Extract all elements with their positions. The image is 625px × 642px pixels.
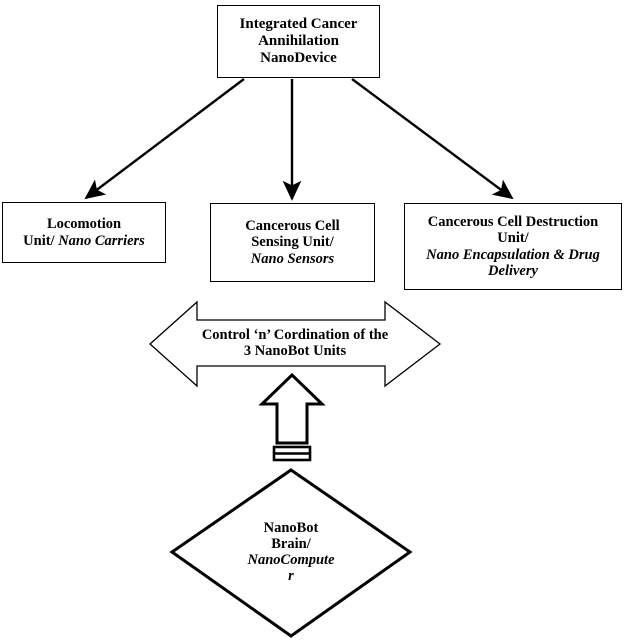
connector-brain-to-banner-shape	[258, 372, 326, 445]
nanobot-brain-label-line-1: NanoBot	[263, 519, 319, 536]
connector-top-to-locomotion	[84, 78, 245, 200]
sensing-unit-label-italic: Nano Sensors	[250, 250, 335, 267]
destruction-unit-label-line-2: Unit/	[497, 230, 529, 247]
sensing-unit-label-line-1: Cancerous Cell	[245, 218, 340, 235]
destruction-unit-label-italic: Nano Encapsulation & Drug Delivery	[426, 246, 600, 279]
node-nanobot-brain-label[interactable]: NanoBot Brain/ NanoCompute r	[206, 505, 376, 599]
banner-line-1: Control ‘n’ Cordination of the	[201, 326, 389, 343]
node-cancerous-cell-sensing-unit[interactable]: Cancerous Cell Sensing Unit/ Nano Sensor…	[210, 203, 375, 282]
node-cancerous-cell-destruction-unit[interactable]: Cancerous Cell Destruction Unit/ Nano En…	[404, 203, 622, 290]
sensing-unit-label-line-2: Sensing Unit/	[251, 234, 334, 251]
destruction-unit-label-line-1: Cancerous Cell Destruction	[427, 214, 599, 231]
top-box-line-2: Annihilation	[258, 33, 339, 50]
node-control-coordination-banner-label[interactable]: Control ‘n’ Cordination of the 3 NanoBot…	[170, 318, 420, 368]
node-locomotion-unit[interactable]: Locomotion Unit/ Nano Carriers	[2, 202, 166, 263]
nanobot-brain-label-line-2: Brain/	[271, 535, 311, 552]
top-box-line-1: Integrated Cancer	[239, 16, 358, 33]
block-arrow-base	[272, 445, 312, 462]
connector-top-to-destruction	[351, 78, 514, 200]
banner-line-2: 3 NanoBot Units	[243, 343, 347, 359]
nanobot-brain-label-italic: NanoCompute	[247, 552, 335, 568]
node-integrated-cancer-annihilation-nanodevice[interactable]: Integrated Cancer Annihilation NanoDevic…	[217, 5, 380, 78]
locomotion-unit-label-line-1: Locomotion	[46, 216, 122, 233]
nanobot-brain-label-italic-wrap: r	[288, 568, 294, 585]
top-box-line-3: NanoDevice	[260, 49, 337, 66]
locomotion-unit-label-italic: Nano Carriers	[54, 232, 145, 249]
locomotion-unit-label-line-2: Unit/	[23, 232, 55, 249]
